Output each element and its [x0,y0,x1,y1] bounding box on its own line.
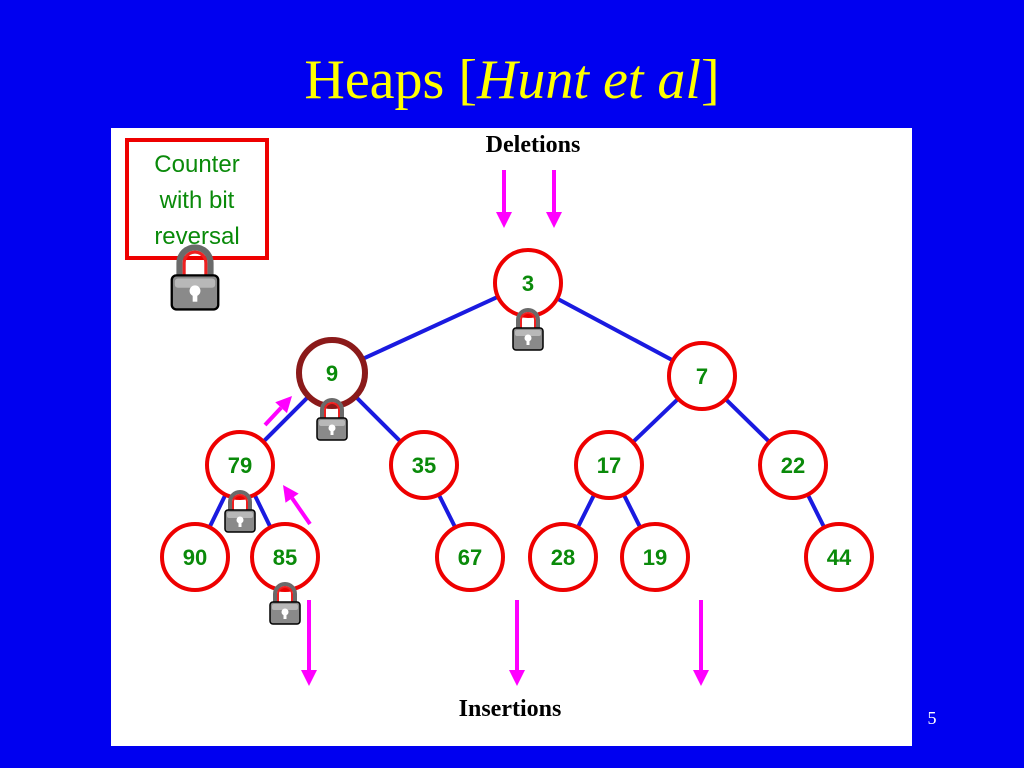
node-value: 9 [326,361,338,386]
node-value: 3 [522,271,534,296]
node-circle [528,522,598,592]
insertion-arrow [693,600,709,686]
heap-node-35: 35 [389,430,459,500]
heap-node-17: 17 [574,430,644,500]
counter-line-2: with bit [159,187,235,214]
heap-node-67: 67 [435,522,505,592]
node-value: 17 [597,453,621,478]
heap-node-7: 7 [667,341,737,411]
node-circle [296,337,368,409]
title-italic: Hunt et al [476,49,701,111]
node-value: 90 [183,545,207,570]
node-circle [205,430,275,500]
node-circle [250,522,320,592]
node-value: 79 [228,453,252,478]
heap-node-90: 90 [160,522,230,592]
nodes-layer: 3 9 79 90 85 35 67 7 17 28 19 22 44 [160,248,874,626]
node-circle [758,430,828,500]
bubble-up-arrow [283,485,312,526]
node-circle [667,341,737,411]
page-number: 5 [927,708,937,728]
node-circle [389,430,459,500]
node-circle [620,522,690,592]
node-value: 7 [696,364,708,389]
node-circle [493,248,563,318]
node-value: 67 [458,545,482,570]
counter-box: Counter with bit reversal [125,138,269,260]
counter-box-border [125,138,269,260]
title-main: Heaps [ [304,49,477,111]
insertions-label: Insertions [459,696,562,722]
node-value: 28 [551,545,575,570]
heap-node-9: 9 [296,337,368,409]
node-value: 19 [643,545,667,570]
node-circle [435,522,505,592]
heap-node-3: 3 [493,248,563,318]
insertion-arrow [301,600,317,686]
node-circle [804,522,874,592]
node-value: 22 [781,453,805,478]
heap-diagram: 3 9 79 90 85 35 67 7 17 28 19 22 44 Counter with bit… [125,132,874,722]
heap-node-28: 28 [528,522,598,592]
heap-node-19: 19 [620,522,690,592]
deletion-arrow [496,170,512,228]
insertion-arrow [509,600,525,686]
heap-node-44: 44 [804,522,874,592]
title-close: ] [700,49,720,111]
counter-line-1: Counter [154,151,239,178]
bubble-up-arrow [263,396,292,427]
diagram-panel: 3 9 79 90 85 35 67 7 17 28 19 22 44 Counter with bit… [111,128,912,746]
node-value: 85 [273,545,297,570]
deletions-label: Deletions [486,132,581,158]
heap-node-85: 85 [250,522,320,592]
node-value: 35 [412,453,436,478]
heap-node-79: 79 [205,430,275,500]
heap-node-22: 22 [758,430,828,500]
node-value: 44 [827,545,852,570]
deletion-arrow [546,170,562,228]
node-circle [574,430,644,500]
slide-title: Heaps [Hunt et al] [0,48,1024,112]
node-circle [160,522,230,592]
arrows-layer [263,170,709,686]
